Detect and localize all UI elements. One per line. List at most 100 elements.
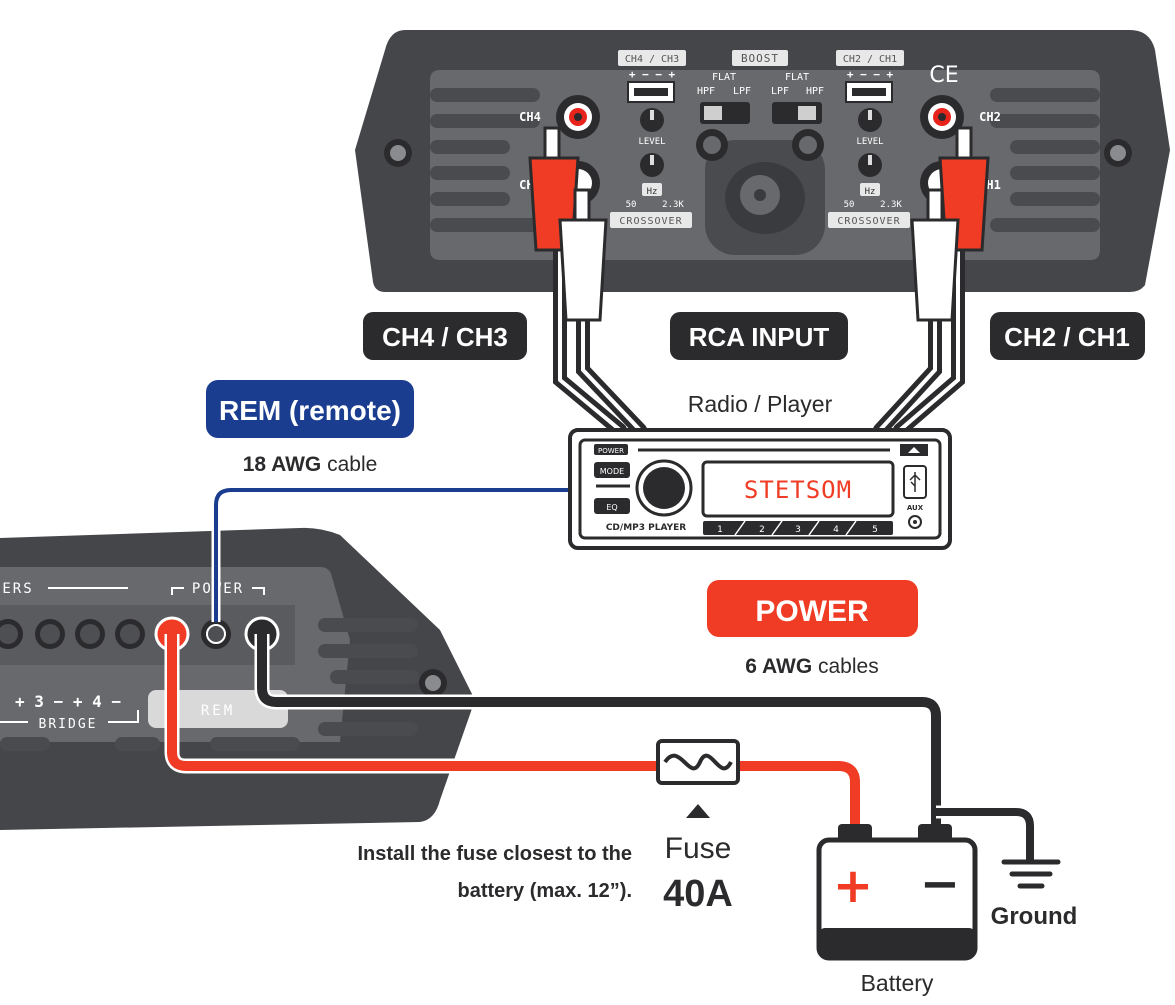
usb-icon [909,472,921,492]
radio-eq-label: EQ [606,503,617,512]
battery-minus: − [920,856,960,912]
radio-mode-button[interactable] [594,462,630,478]
radio-unit: POWER MODE EQ CD/MP3 PLAYER STETSOM AUX [568,428,952,550]
left-switch-signs: + − − + [629,68,676,81]
hz-max-left: 2.3K [662,200,684,210]
power-cable-bold: 6 AWG [745,655,812,678]
rca-input-pill: RCA INPUT [670,312,848,360]
rca-plug-ch1 [910,188,960,322]
flat-label-right: FLAT [785,72,809,83]
radio-aux-label: AUX [907,504,924,512]
crossover-label-left: CROSSOVER [619,216,682,227]
radio-model-label: CD/MP3 PLAYER [606,523,686,533]
hz-label-right: Hz [865,187,876,197]
radio-aux-jack[interactable] [908,515,922,529]
fuse-value: 40A [663,873,733,915]
bottom-amplifier: ERS POWER + 3 − + 4 − BRIDGE REM [0,527,475,830]
level-knob-left[interactable] [640,108,664,132]
rem-plate [148,690,288,728]
top-amp-right-vents [990,88,1100,232]
right-switch-label: CH2 / CH1 [843,54,897,65]
ch21-pill: CH2 / CH1 [990,312,1145,360]
power-cable-rest: cables [812,655,879,678]
radio-power-button[interactable] [594,444,628,455]
ground-icon [1001,859,1061,889]
rem-title: REM (remote) [219,395,401,426]
fuse-note-line2: battery (max. 12”). [457,880,632,902]
battery-plus: + [833,858,873,914]
speaker-terminals [0,619,145,649]
lpf-label-right: LPF [771,86,789,97]
eject-icon [908,447,920,453]
hz-min-left: 50 [626,200,637,210]
hz-label-left: Hz [647,187,658,197]
radio-display [701,460,895,518]
battery-icon [816,824,978,961]
ce-mark: CE [929,63,958,88]
radio-preset-5[interactable]: 5 [872,525,878,535]
ch43-pill: CH4 / CH3 [363,312,527,360]
fuse-label: Fuse [665,832,732,865]
rem-cable-bold: 18 AWG [243,453,322,476]
hz-max-right: 2.3K [880,200,902,210]
top-amp-left-vents [430,88,540,232]
ch4-label: CH4 [519,110,541,124]
level-knob-right[interactable] [858,108,882,132]
ch2-label: CH2 [979,110,1001,124]
radio-preset-1[interactable]: 1 [717,525,723,535]
radio-preset-2[interactable]: 2 [759,525,765,535]
screw-icon [384,139,412,167]
screw-icon [419,669,447,697]
bottom-amp-vents [0,618,420,751]
center-fan-cluster [705,140,825,255]
radio-player-label: Radio / Player [688,391,833,417]
lpf-label-left: LPF [733,86,751,97]
rca-cables [553,243,965,437]
rca-input-label: RCA INPUT [689,322,830,352]
fuse-icon [656,739,740,785]
hz-min-right: 50 [844,200,855,210]
radio-preset-4[interactable]: 4 [833,525,839,535]
rem-cable-rest: cable [321,453,377,476]
radio-power-label: POWER [598,447,624,455]
power-cable-text: 6 AWG cables [745,655,878,678]
battery-label: Battery [861,970,934,996]
rem-cable-text: 18 AWG cable [243,453,378,476]
fuse-note-line1: Install the fuse closest to the [357,843,632,865]
right-switch-signs: + − − + [847,68,894,81]
crossover-label-right: CROSSOVER [837,216,900,227]
rca-jack-ch4[interactable] [556,95,600,139]
hpf-label-left: HPF [697,86,715,97]
power-pill: POWER [707,580,918,637]
speakers-label: ERS [2,581,33,597]
left-switch-label: CH4 / CH3 [625,54,679,65]
bridge-label: BRIDGE [39,717,98,732]
ch43-label: CH4 / CH3 [382,322,508,352]
rca-plug-ch3 [558,188,608,322]
top-amplifier: BOOST CH4 / CH3 + − − + CH2 / CH1 + − − … [355,30,1170,292]
radio-preset-3[interactable]: 3 [795,525,801,535]
level-label-left: LEVEL [638,137,665,147]
rem-plate-label: REM [201,703,235,719]
boost-label: BOOST [741,52,779,65]
radio-display-text: STETSOM [744,476,852,504]
screw-icon [1104,139,1132,167]
power-title: POWER [755,595,869,628]
flat-label-left: FLAT [712,72,736,83]
ch21-label: CH2 / CH1 [1004,322,1130,352]
rem-terminal[interactable] [201,619,231,649]
boost-knob-right [792,129,824,161]
ground-label: Ground [991,903,1078,930]
bridge-signs: + 3 − + 4 − [15,692,121,711]
rem-pill: REM (remote) [206,380,414,438]
rca-jack-ch2[interactable] [920,95,964,139]
radio-eq-button[interactable] [594,498,630,514]
radio-mode-label: MODE [600,467,624,476]
radio-preset-buttons: 1 2 3 4 5 [703,520,893,536]
radio-volume-knob[interactable] [635,459,693,517]
boost-knob-left [696,129,728,161]
hz-knob-left[interactable] [640,153,664,177]
fuse-pointer-icon [686,804,710,818]
hz-knob-right[interactable] [858,153,882,177]
hpf-label-right: HPF [806,86,824,97]
